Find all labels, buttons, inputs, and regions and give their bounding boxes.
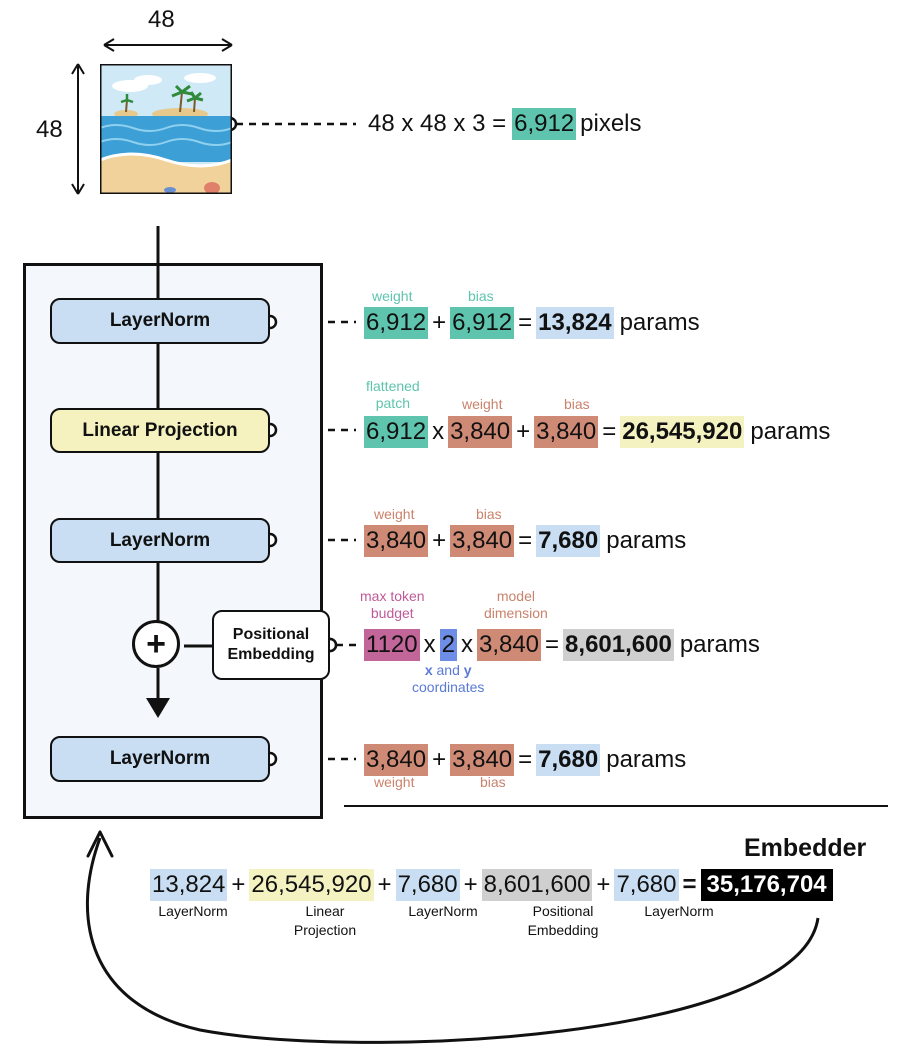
eq5-b: 3,840 (450, 744, 515, 776)
positional-embedding-block: Positional Embedding (212, 610, 330, 680)
eq4-op2: x (460, 631, 473, 658)
embedder-title: Embedder (744, 834, 867, 862)
eq2-unit: params (750, 418, 831, 445)
pixel-equation: 48 x 48 x 3 = 6,912 pixels (368, 108, 642, 140)
summary-label-3: LayerNorm (408, 903, 478, 919)
pixel-unit: pixels (580, 110, 642, 137)
eq5-a: 3,840 (364, 744, 429, 776)
eq4-a: 1120 (364, 629, 420, 661)
eq2-weight-label: weight (462, 396, 503, 412)
pixel-expr: 48 x 48 x 3 = (368, 110, 507, 137)
eq2-bias-label: bias (564, 396, 590, 412)
layernorm-block-2: LayerNorm (50, 518, 270, 563)
eq1-weight-label: weight (372, 288, 413, 304)
width-label: 48 (148, 6, 175, 33)
summary-eq: = (682, 871, 697, 898)
add-plus-icon: + (132, 620, 180, 668)
eq1-eq: = (518, 309, 533, 336)
eq4-c: 3,840 (476, 629, 542, 661)
eq1-bias-label: bias (468, 288, 494, 304)
eq1-result: 13,824 (536, 307, 614, 339)
eq4-b: 2 (439, 629, 457, 661)
eq3-op1: + (432, 527, 447, 554)
layernorm3-equation: 3,840 + 3,840 = 7,680 params (364, 744, 686, 776)
eq3-weight-label: weight (374, 506, 415, 522)
eq3-eq: = (518, 527, 533, 554)
eq3-result: 7,680 (536, 525, 601, 557)
height-label: 48 (36, 116, 63, 143)
summary-plus-3: + (463, 871, 478, 898)
eq3-unit: params (606, 527, 687, 554)
linear-projection-block: Linear Projection (50, 408, 270, 453)
layernorm1-equation: 6,912 + 6,912 = 13,824 params (364, 307, 700, 339)
eq3-bias-label: bias (476, 506, 502, 522)
summary-label-5: LayerNorm (644, 903, 714, 919)
eq1-op1: + (432, 309, 447, 336)
pos-embed-line1: Positional (232, 626, 310, 643)
summary-term-4: 8,601,600 (481, 869, 593, 901)
summary-plus-1: + (231, 871, 246, 898)
summary-equation: 13,824 + 26,545,920 + 7,680 + 8,601,600 … (150, 869, 833, 901)
height-dimension-arrow (71, 63, 85, 195)
eq2-c: 3,840 (534, 416, 599, 448)
linear-projection-equation: 6,912 x 3,840 + 3,840 = 26,545,920 param… (364, 416, 830, 448)
summary-term-2: 26,545,920 (249, 869, 374, 901)
summary-plus-2: + (377, 871, 392, 898)
eq1-unit: params (619, 309, 700, 336)
summary-plus-4: + (596, 871, 611, 898)
width-dimension-arrow (103, 38, 233, 52)
eq5-bias-label: bias (480, 774, 506, 790)
eq1-a: 6,912 (364, 307, 429, 339)
layernorm2-equation: 3,840 + 3,840 = 7,680 params (364, 525, 686, 557)
loop-back-arrow (86, 837, 820, 1044)
eq2-result: 26,545,920 (620, 416, 745, 448)
layernorm-block-1: LayerNorm (50, 298, 270, 344)
eq5-result: 7,680 (536, 744, 601, 776)
eq4-op1: x (423, 631, 436, 658)
eq5-unit: params (606, 746, 687, 773)
summary-term-5: 7,680 (614, 869, 679, 901)
eq4-result: 8,601,600 (563, 629, 674, 661)
summary-term-1: 13,824 (150, 869, 228, 901)
layernorm-block-3: LayerNorm (50, 736, 270, 782)
beach-image-icon (100, 64, 232, 194)
eq2-eq: = (602, 418, 617, 445)
loop-back-arrowhead (86, 830, 114, 858)
eq5-weight-label: weight (374, 774, 415, 790)
eq3-b: 3,840 (450, 525, 515, 557)
eq4-unit: params (679, 631, 760, 658)
eq2-op2: + (516, 418, 531, 445)
positional-embedding-equation: 1120 x 2 x 3,840 = 8,601,600 params (364, 629, 760, 661)
summary-label-1: LayerNorm (158, 903, 228, 919)
eq3-a: 3,840 (364, 525, 429, 557)
eq5-eq: = (518, 746, 533, 773)
eq5-op1: + (432, 746, 447, 773)
eq4-eq: = (545, 631, 560, 658)
summary-term-3: 7,680 (395, 869, 460, 901)
summary-total: 35,176,704 (700, 869, 833, 901)
eq2-b: 3,840 (448, 416, 513, 448)
pixel-count: 6,912 (512, 108, 577, 140)
eq2-a: 6,912 (364, 416, 429, 448)
eq2-op1: x (432, 418, 445, 445)
eq1-b: 6,912 (450, 307, 515, 339)
pos-embed-line2: Embedding (227, 646, 315, 663)
